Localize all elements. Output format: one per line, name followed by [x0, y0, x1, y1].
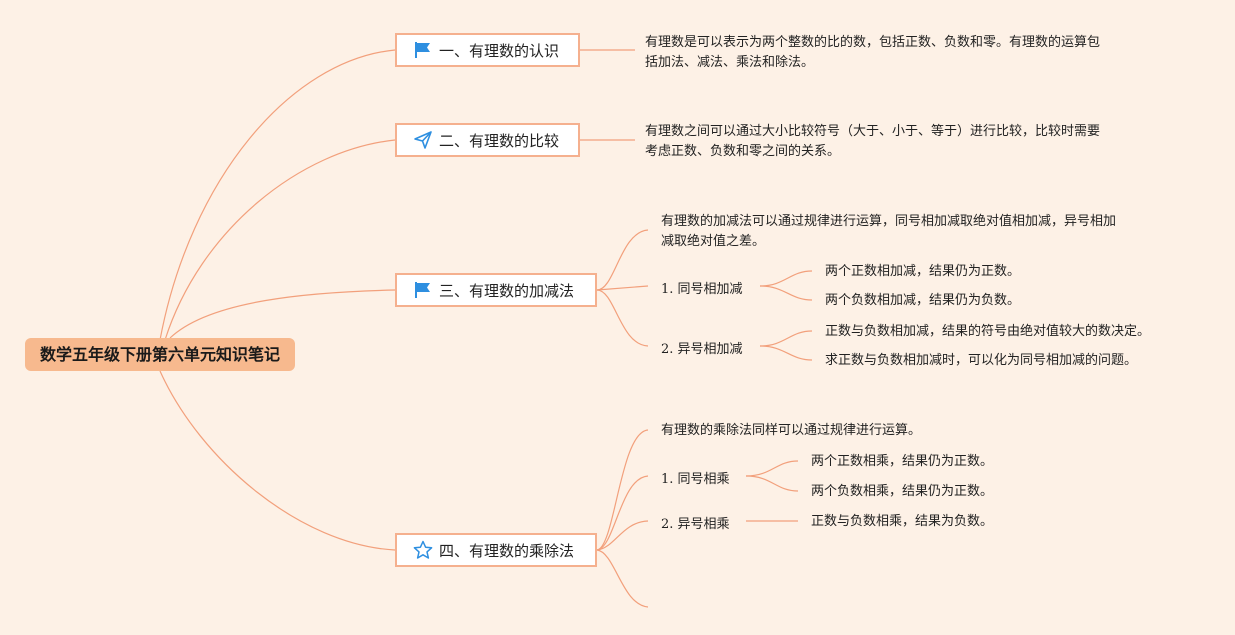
topic3-sub1-item1: 两个正数相加减，结果仍为正数。: [825, 264, 1021, 279]
topic4-sub1-item1: 两个正数相乘，结果仍为正数。: [811, 454, 994, 469]
topic-node-2[interactable]: 二、有理数的比较: [395, 123, 580, 157]
link-topic3-sub1: [596, 285, 649, 291]
topic2-text: 有理数之间可以通过大小比较符号（大于、小于、等于）进行比较，比较时需要 考虑正数…: [645, 122, 1100, 161]
topic-label: 二、有理数的比较: [439, 131, 560, 150]
topic4-sub1-item2: 两个负数相乘，结果仍为正数。: [811, 484, 994, 499]
topic-label: 三、有理数的加减法: [439, 281, 575, 300]
topic3-sub2-item1: 正数与负数相加减，结果的符号由绝对值较大的数决定。: [825, 324, 1151, 339]
topic-node-3[interactable]: 三、有理数的加减法: [395, 273, 597, 307]
link-root-topic4: [159, 370, 396, 551]
link-sub3a-item1: [759, 270, 813, 287]
link-sub3a-item2: [759, 285, 813, 301]
topic-node-1[interactable]: 一、有理数的认识: [395, 33, 580, 67]
link-topic4-sub2: [596, 520, 649, 551]
link-topic4-text: [596, 429, 649, 551]
star-icon: [413, 540, 433, 560]
topic-label: 一、有理数的认识: [439, 41, 560, 60]
text-line: 有理数是可以表示为两个整数的比的数，包括正数、负数和零。有理数的运算包: [645, 35, 1101, 50]
link-sub4a-item2: [745, 475, 799, 492]
flag-icon: [413, 280, 433, 300]
link-topic4-extra: [596, 549, 649, 608]
topic3-sub1-item2: 两个负数相加减，结果仍为负数。: [825, 293, 1021, 308]
text-line: 有理数之间可以通过大小比较符号（大于、小于、等于）进行比较，比较时需要: [645, 124, 1101, 139]
text-line: 括加法、减法、乘法和除法。: [645, 54, 815, 70]
topic3-sub2[interactable]: 2. 异号相加减: [661, 342, 743, 357]
link-topic4-sub1: [596, 475, 649, 551]
topic4-text: 有理数的乘除法同样可以通过规律进行运算。: [661, 423, 922, 438]
text-line: 减取绝对值之差。: [661, 233, 766, 249]
link-topic3-text: [596, 229, 649, 291]
topic-label: 四、有理数的乘除法: [439, 541, 575, 560]
flag-icon: [413, 40, 433, 60]
root-node[interactable]: 数学五年级下册第六单元知识笔记: [25, 338, 295, 371]
link-sub3b-item1: [759, 330, 813, 347]
link-root-topic3: [169, 289, 396, 339]
link-topic3-sub2: [596, 289, 649, 347]
send-icon: [413, 130, 433, 150]
topic4-sub2-item1: 正数与负数相乘，结果为负数。: [811, 514, 994, 529]
text-line: 有理数的加减法可以通过规律进行运算，同号相加减取绝对值相加减，异号相加: [661, 214, 1117, 229]
text-line: 考虑正数、负数和零之间的关系。: [645, 143, 841, 159]
link-sub4a-item1: [745, 460, 799, 477]
link-sub3b-item2: [759, 345, 813, 361]
topic4-sub2[interactable]: 2. 异号相乘: [661, 517, 730, 532]
topic3-text: 有理数的加减法可以通过规律进行运算，同号相加减取绝对值相加减，异号相加 减取绝对…: [661, 212, 1116, 251]
link-root-topic2: [164, 139, 396, 341]
topic1-text: 有理数是可以表示为两个整数的比的数，包括正数、负数和零。有理数的运算包 括加法、…: [645, 33, 1100, 72]
topic3-sub2-item2: 求正数与负数相加减时，可以化为同号相加减的问题。: [825, 353, 1138, 368]
link-root-topic1: [159, 49, 396, 341]
topic3-sub1[interactable]: 1. 同号相加减: [661, 282, 743, 297]
topic4-sub1[interactable]: 1. 同号相乘: [661, 472, 730, 487]
topic-node-4[interactable]: 四、有理数的乘除法: [395, 533, 597, 567]
